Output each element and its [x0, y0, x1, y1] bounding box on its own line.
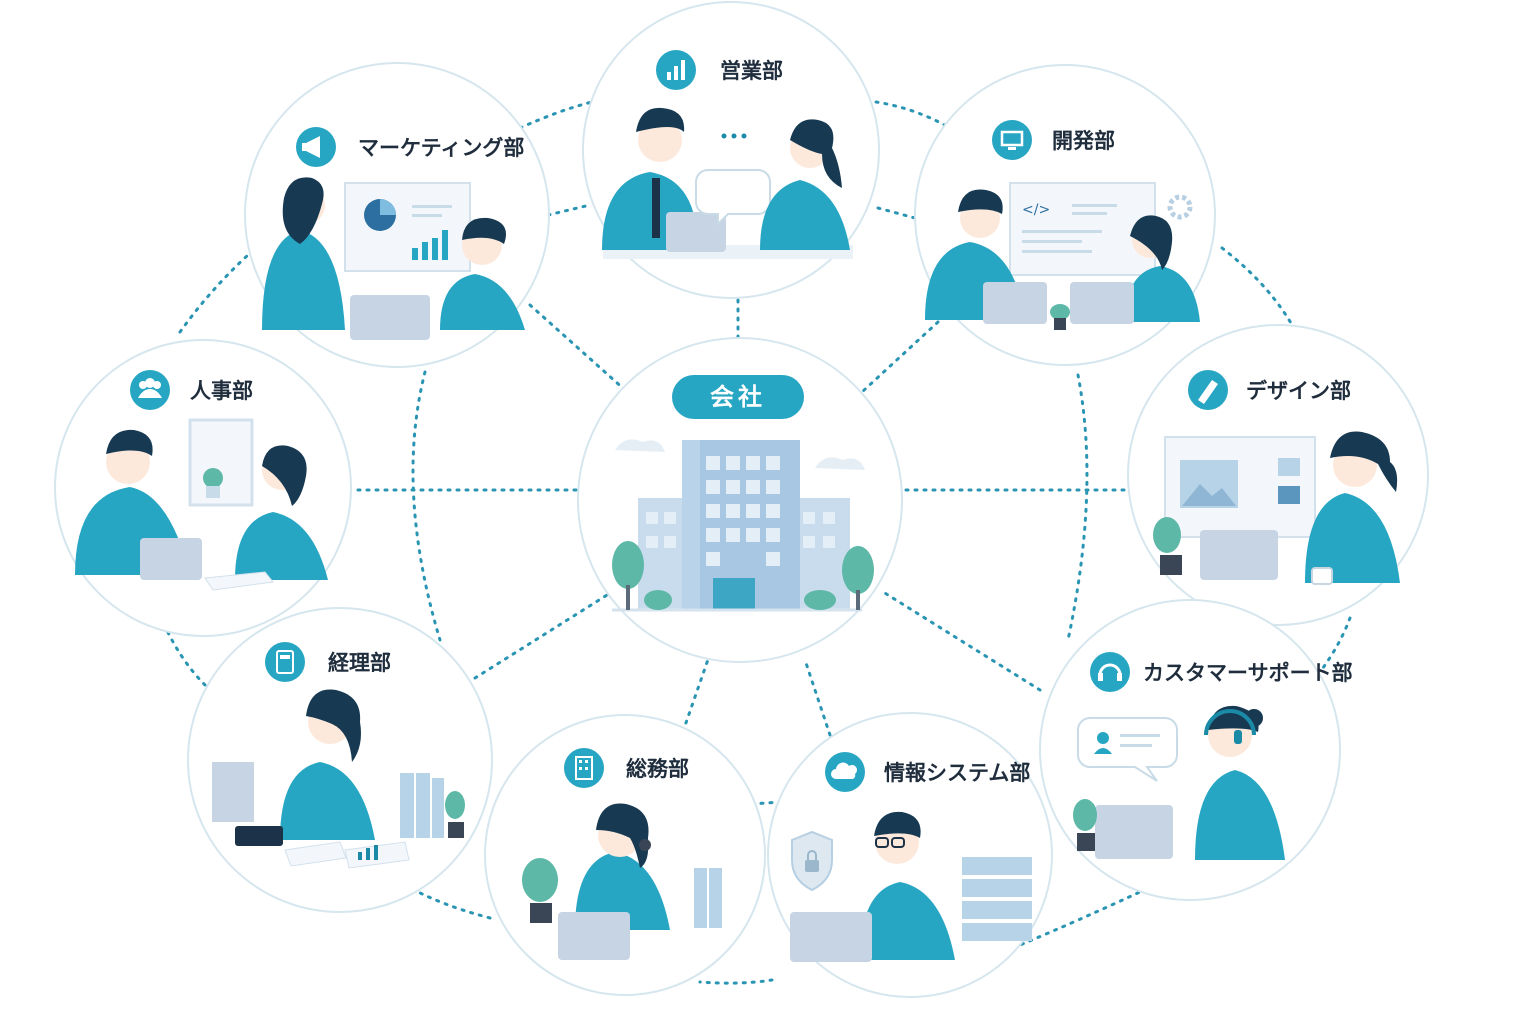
connector-ring-marketing-sales — [518, 100, 594, 130]
connector-ring-sales-development — [874, 100, 952, 130]
dept-it-systems[interactable]: 情報システム部 — [767, 712, 1053, 998]
hr-illustration — [75, 418, 328, 591]
connector-sales-marketing-inner — [546, 203, 592, 217]
connector-hub-support — [878, 588, 1042, 692]
dept-accounting[interactable]: 経理部 — [187, 607, 493, 913]
dept-label: カスタマーサポート部 — [1143, 661, 1353, 685]
connector-hub-accounting — [473, 588, 617, 680]
support-illustration — [1073, 705, 1285, 860]
it-systems-illustration — [790, 811, 1032, 962]
dept-sales[interactable]: 営業部 — [582, 1, 880, 299]
accounting-illustration — [212, 689, 465, 869]
connector-ring-support-it — [1018, 883, 1157, 947]
hub-badge — [672, 375, 804, 419]
dept-label: 人事部 — [190, 379, 253, 403]
connector-hub-marketing — [528, 303, 627, 392]
svg-text:</>: </> — [1022, 202, 1050, 218]
dept-design[interactable]: デザイン部 — [1127, 324, 1429, 626]
headset-icon — [1090, 652, 1130, 692]
dept-label: 経理部 — [328, 651, 391, 675]
dept-label: 開発部 — [1052, 129, 1115, 153]
connectors — [160, 100, 1352, 985]
connector-ring-accounting-hr — [160, 618, 207, 687]
hub-company[interactable]: 会社 — [577, 337, 903, 663]
dept-marketing[interactable]: マーケティング部 — [244, 62, 550, 368]
general-affairs-illustration — [522, 803, 722, 960]
calculator-icon — [265, 642, 305, 682]
connector-sales-development-inner — [876, 206, 917, 220]
building-icon — [564, 748, 604, 788]
hub-label: 会社 — [710, 383, 766, 411]
dept-general-affairs[interactable]: 総務部 — [484, 714, 766, 996]
dept-hr[interactable]: 人事部 — [54, 339, 352, 637]
connector-hub-general-affairs — [678, 646, 714, 742]
dept-label: デザイン部 — [1246, 379, 1351, 403]
connector-inner-right — [1066, 373, 1089, 642]
design-illustration — [1153, 431, 1400, 585]
connector-inner-left — [411, 370, 442, 642]
connector-hub-it — [803, 658, 832, 737]
monitor-icon — [992, 120, 1032, 160]
connector-ring-hr-marketing — [178, 253, 250, 334]
dept-label: 総務部 — [626, 757, 689, 781]
office-building-illustration — [612, 439, 874, 612]
dept-label: 情報システム部 — [884, 761, 1030, 785]
dept-label: 営業部 — [720, 59, 783, 83]
connector-ring-it-general — [698, 978, 774, 985]
dept-support[interactable]: カスタマーサポート部 — [1039, 599, 1353, 901]
dept-label: マーケティング部 — [358, 136, 524, 160]
sales-illustration — [602, 107, 853, 259]
dept-development[interactable]: 開発部 </> — [914, 64, 1216, 366]
connector-ring-design-support — [1318, 616, 1352, 674]
marketing-illustration — [262, 177, 525, 340]
connector-hub-development — [860, 320, 940, 394]
development-illustration: </> — [925, 182, 1200, 330]
connector-ring-development-design — [1220, 246, 1297, 332]
